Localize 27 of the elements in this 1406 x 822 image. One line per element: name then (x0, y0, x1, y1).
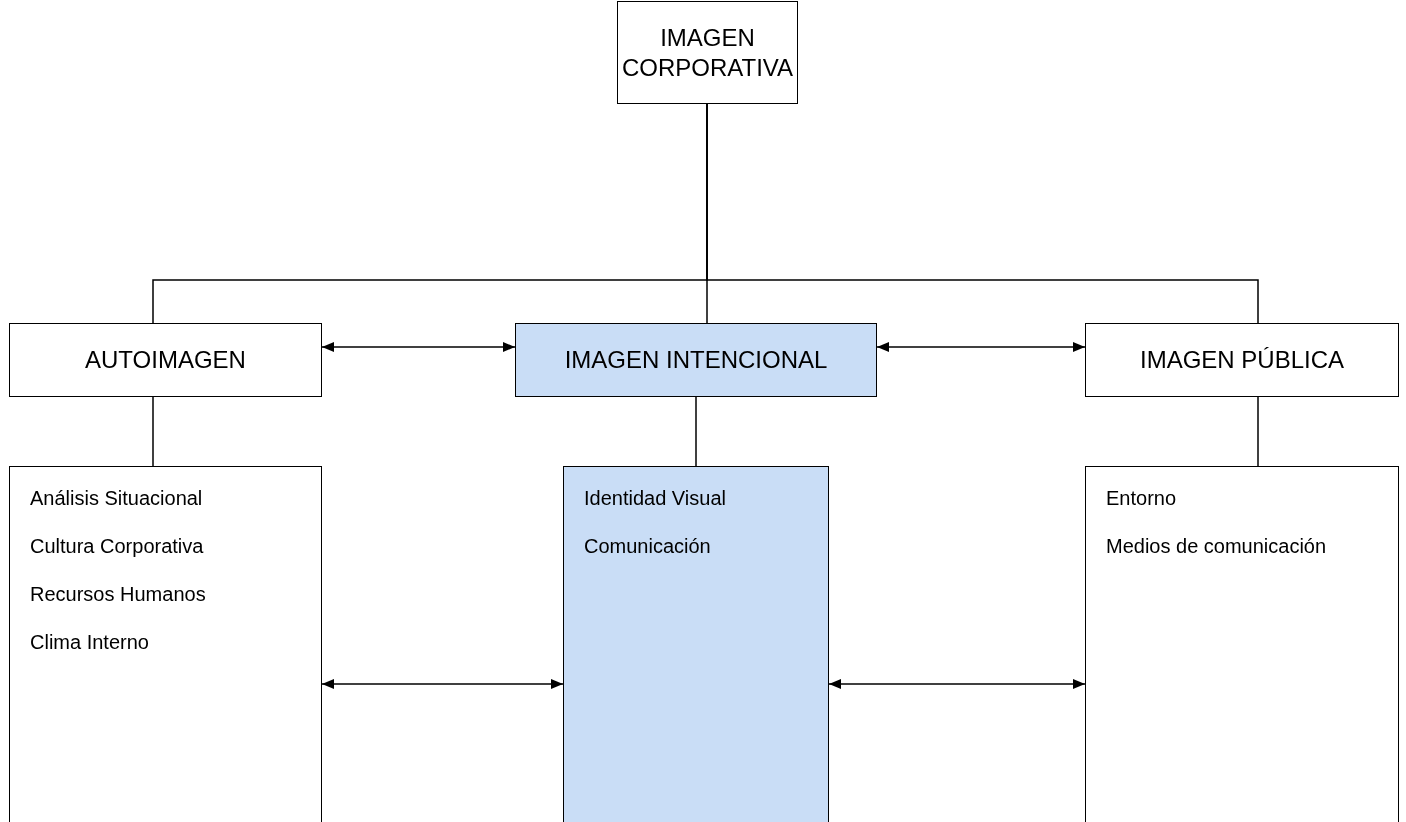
title-box (1085, 323, 1399, 397)
list-item: Análisis Situacional (30, 486, 204, 511)
double-arrow (321, 679, 564, 689)
connector-line (706, 103, 1259, 324)
box-title: IMAGEN INTENCIONAL (563, 345, 829, 375)
list-box (563, 466, 829, 822)
box-title: IMAGEN PÚBLICA (1138, 345, 1345, 375)
list-box (9, 466, 322, 822)
connector-line (1257, 396, 1259, 467)
list-item: Recursos Humanos (30, 582, 207, 607)
title-box (515, 323, 877, 397)
box-title: IMAGEN CORPORATIVA (620, 22, 795, 83)
list-box (1085, 466, 1399, 822)
double-arrow (828, 679, 1086, 689)
double-arrow (876, 342, 1086, 352)
list-item: Medios de comunicación (1106, 534, 1328, 559)
connector-line (152, 396, 154, 467)
list-item: Clima Interno (30, 630, 150, 655)
title-box (9, 323, 322, 397)
list-item: Cultura Corporativa (30, 534, 205, 559)
title-box (617, 1, 798, 104)
connector-line (695, 396, 697, 467)
list-item: Identidad Visual (584, 486, 727, 511)
box-title: AUTOIMAGEN (84, 345, 247, 375)
list-item: Entorno (1106, 486, 1178, 511)
list-item: Comunicación (584, 534, 712, 559)
double-arrow (321, 342, 516, 352)
